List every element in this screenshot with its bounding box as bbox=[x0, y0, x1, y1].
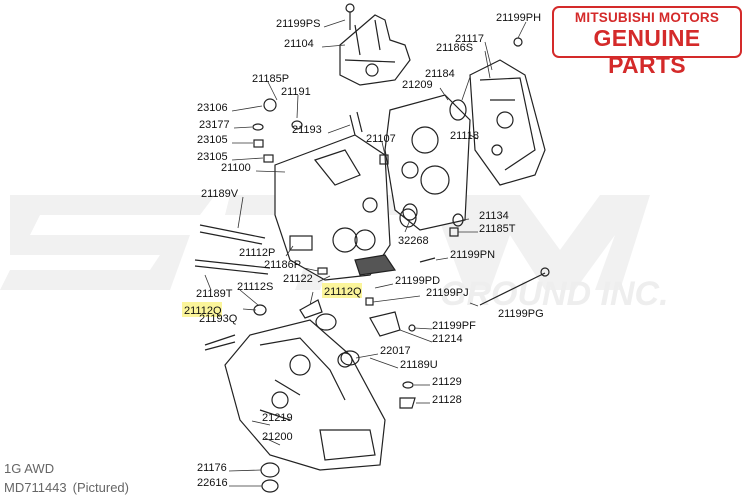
bracket-21104 bbox=[339, 3, 411, 86]
part-label-21117: 21117 bbox=[455, 33, 484, 45]
badge-genuine-parts: GENUINE PARTS bbox=[593, 25, 701, 78]
part-label-32268: 32268 bbox=[398, 235, 429, 247]
bolt-21199PN bbox=[419, 257, 436, 263]
part-label-22017: 22017 bbox=[380, 345, 411, 357]
bolt-21199PJ bbox=[365, 297, 374, 306]
badge-brand: MITSUBISHI MOTORS bbox=[574, 10, 720, 25]
part-label-21199pg: 21199PG bbox=[498, 308, 544, 320]
highlight-21112q-left bbox=[182, 302, 222, 317]
part-label-21209: 21209 bbox=[402, 79, 433, 91]
watermark-text: GROUND INC. bbox=[440, 275, 669, 313]
seal-21176 bbox=[260, 462, 280, 478]
ring-21129 bbox=[402, 381, 414, 389]
part-label-23177: 23177 bbox=[199, 119, 230, 131]
part-label-21199ph: 21199PH bbox=[496, 12, 541, 24]
highlight-21112q-right bbox=[322, 283, 362, 298]
bracket-21128 bbox=[399, 397, 416, 409]
part-label-21186s: 21186S bbox=[436, 42, 473, 54]
part-label-21184: 21184 bbox=[425, 68, 455, 80]
part-label-21112s: 21112S bbox=[237, 281, 273, 293]
caption-pictured-note: (Pictured) bbox=[72, 480, 129, 495]
part-label-21189u: 21189U bbox=[400, 359, 438, 371]
part-label-21185p: 21185P bbox=[252, 73, 289, 85]
bolt-21199PH bbox=[513, 37, 523, 47]
part-label-21193q: 21193Q bbox=[199, 313, 238, 325]
bracket-21214 bbox=[369, 311, 401, 337]
part-label-21107: 21107 bbox=[366, 133, 396, 145]
part-label-21189v: 21189V bbox=[201, 188, 239, 200]
housing-21200 bbox=[224, 319, 386, 471]
shift-rails bbox=[194, 224, 271, 351]
part-label-21199pn: 21199PN bbox=[450, 249, 495, 261]
fork-21193 bbox=[349, 111, 363, 136]
part-label-21199pf: 21199PF bbox=[432, 320, 476, 332]
part-label-22616: 22616 bbox=[197, 477, 228, 489]
part-label-23106: 23106 bbox=[197, 102, 228, 114]
part-label-21176: 21176 bbox=[197, 462, 227, 474]
ring-23177 bbox=[252, 123, 264, 131]
part-illustrations bbox=[194, 3, 550, 493]
part-label-21199pj: 21199PJ bbox=[426, 287, 469, 299]
caption-part-number: MD711443 (Pictured) bbox=[4, 480, 135, 495]
cap-23106 bbox=[263, 98, 277, 112]
seal-22017 bbox=[340, 350, 360, 366]
part-label-21186p: 21186P bbox=[264, 259, 301, 271]
plug-23105 bbox=[253, 139, 264, 148]
part-label-21191: 21191 bbox=[281, 86, 311, 98]
part-label-21129: 21129 bbox=[432, 376, 462, 388]
genuine-parts-badge: MITSUBISHI MOTORS GENUINE PARTS bbox=[552, 6, 742, 78]
plug-21112Q bbox=[315, 313, 337, 331]
part-label-21200: 21200 bbox=[262, 431, 293, 443]
seal-22616 bbox=[261, 479, 279, 493]
center-plate-21209 bbox=[384, 94, 471, 231]
part-label-21122: 21122 bbox=[283, 273, 313, 285]
housing-21100 bbox=[274, 134, 417, 281]
rear-cover-21117 bbox=[469, 59, 546, 186]
cover-21112Q bbox=[299, 299, 323, 319]
part-label-21128: 21128 bbox=[432, 394, 462, 406]
part-label-21112p: 21112P bbox=[239, 247, 275, 259]
part-label-21134: 21134 bbox=[479, 210, 509, 222]
plug-23105-b bbox=[263, 154, 274, 163]
part-label-21112q: 21112Q bbox=[324, 286, 362, 298]
plug-21107 bbox=[379, 154, 389, 165]
part-label-21193: 21193 bbox=[292, 124, 322, 136]
part-label-21104: 21104 bbox=[284, 38, 314, 50]
plate-21112P bbox=[289, 235, 313, 251]
leader-lines bbox=[204, 19, 527, 487]
part-label-21214: 21214 bbox=[432, 333, 463, 345]
caption-model: 1G AWD bbox=[4, 461, 55, 476]
part-label-21199pd: 21199PD bbox=[395, 275, 440, 287]
part-label-23105: 23105 bbox=[197, 134, 228, 146]
part-label-21199ps: 21199PS bbox=[276, 18, 320, 30]
caption-part-number-value: MD711443 bbox=[4, 480, 67, 495]
part-label-21185t: 21185T bbox=[479, 223, 516, 235]
part-label-21219: 21219 bbox=[262, 412, 293, 424]
part-label-21100: 21100 bbox=[221, 162, 251, 174]
plug-21191 bbox=[291, 120, 303, 130]
part-label-23105: 23105 bbox=[197, 151, 228, 163]
part-label-21118: 21118 bbox=[450, 130, 479, 142]
part-label-21189t: 21189T bbox=[196, 288, 233, 300]
bolt-21199PG bbox=[479, 267, 550, 306]
part-label-21112q: 21112Q bbox=[184, 305, 222, 317]
